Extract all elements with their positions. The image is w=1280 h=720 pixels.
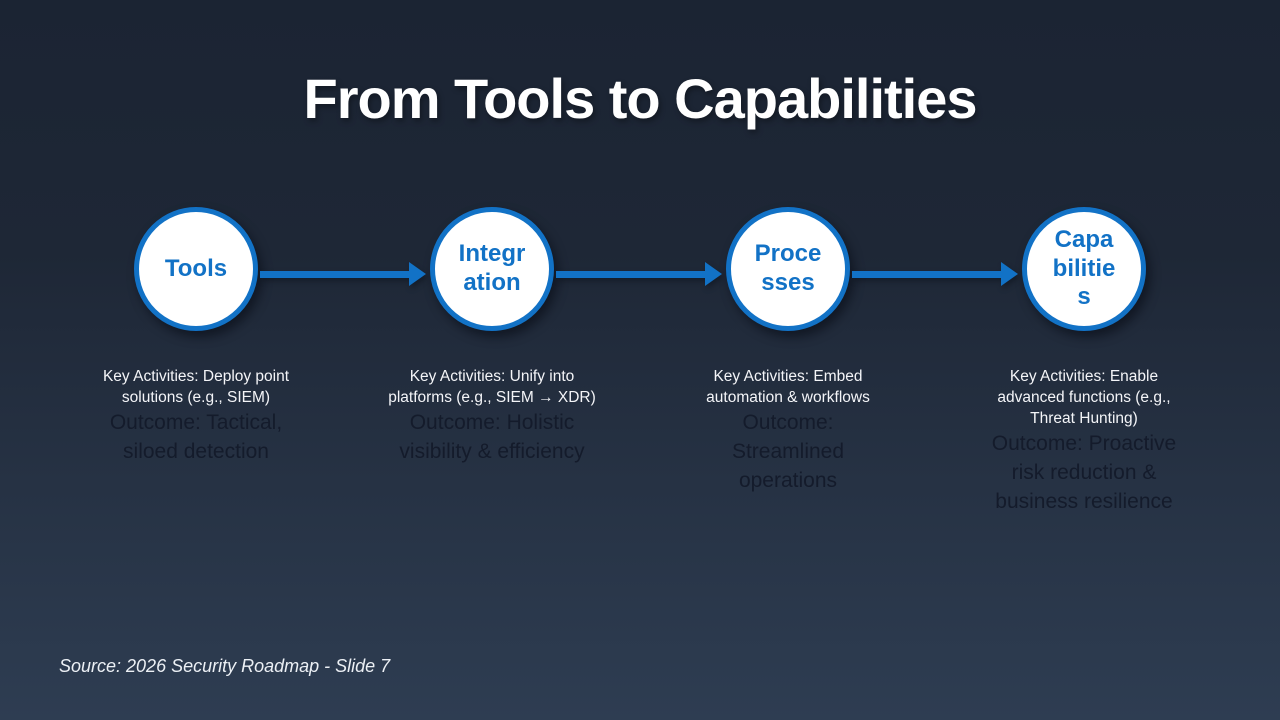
stage-integration-key-activities: Key Activities: Unify into platforms (e.… xyxy=(388,368,596,406)
stage-integration-circle: Integr ation xyxy=(430,207,554,331)
stage-capabilities-outcome: Outcome: Proactive risk reduction & busi… xyxy=(991,432,1177,513)
arrow-head xyxy=(409,262,426,286)
flow-arrow-icon-2 xyxy=(556,262,722,286)
stage-integration: Integr ation Key Activities: Unify into … xyxy=(344,207,640,466)
process-flow-diagram: Tools Key Activities: Deploy point solut… xyxy=(48,207,1232,527)
stage-tools-key-activities: Key Activities: Deploy point solutions (… xyxy=(102,368,290,406)
arrow-shaft xyxy=(556,270,708,278)
stage-capabilities-circle: Capa bilitie s xyxy=(1022,207,1146,331)
stage-processes-circle: Proce sses xyxy=(726,207,850,331)
stage-processes-label: Proce sses xyxy=(754,240,822,296)
stage-capabilities: Capa bilitie s Key Activities: Enable ad… xyxy=(936,207,1232,516)
stage-capabilities-label: Capa bilitie s xyxy=(1052,225,1116,311)
stage-integration-outcome: Outcome: Holistic visibility & efficienc… xyxy=(399,411,585,463)
flow-arrow-icon-1 xyxy=(260,262,426,286)
slide-title: From Tools to Capabilities xyxy=(303,67,977,130)
stage-tools-label: Tools xyxy=(164,254,228,282)
stage-processes: Proce sses Key Activities: Embed automat… xyxy=(640,207,936,495)
stage-tools-circle: Tools xyxy=(134,207,258,331)
arrow-head xyxy=(1001,262,1018,286)
arrow-shaft xyxy=(852,270,1004,278)
source-caption: Source: 2026 Security Roadmap - Slide 7 xyxy=(59,656,391,676)
stage-tools-outcome: Outcome: Tactical, siloed detection xyxy=(109,411,283,463)
stage-processes-outcome: Outcome: Streamlined operations xyxy=(731,411,845,492)
arrow-head xyxy=(705,262,722,286)
flow-arrow-icon-3 xyxy=(852,262,1018,286)
stage-tools: Tools Key Activities: Deploy point solut… xyxy=(48,207,344,466)
stage-capabilities-key-activities: Key Activities: Enable advanced function… xyxy=(997,368,1171,427)
stage-processes-key-activities: Key Activities: Embed automation & workf… xyxy=(706,368,870,406)
arrow-shaft xyxy=(260,270,412,278)
stage-integration-label: Integr ation xyxy=(458,240,526,296)
